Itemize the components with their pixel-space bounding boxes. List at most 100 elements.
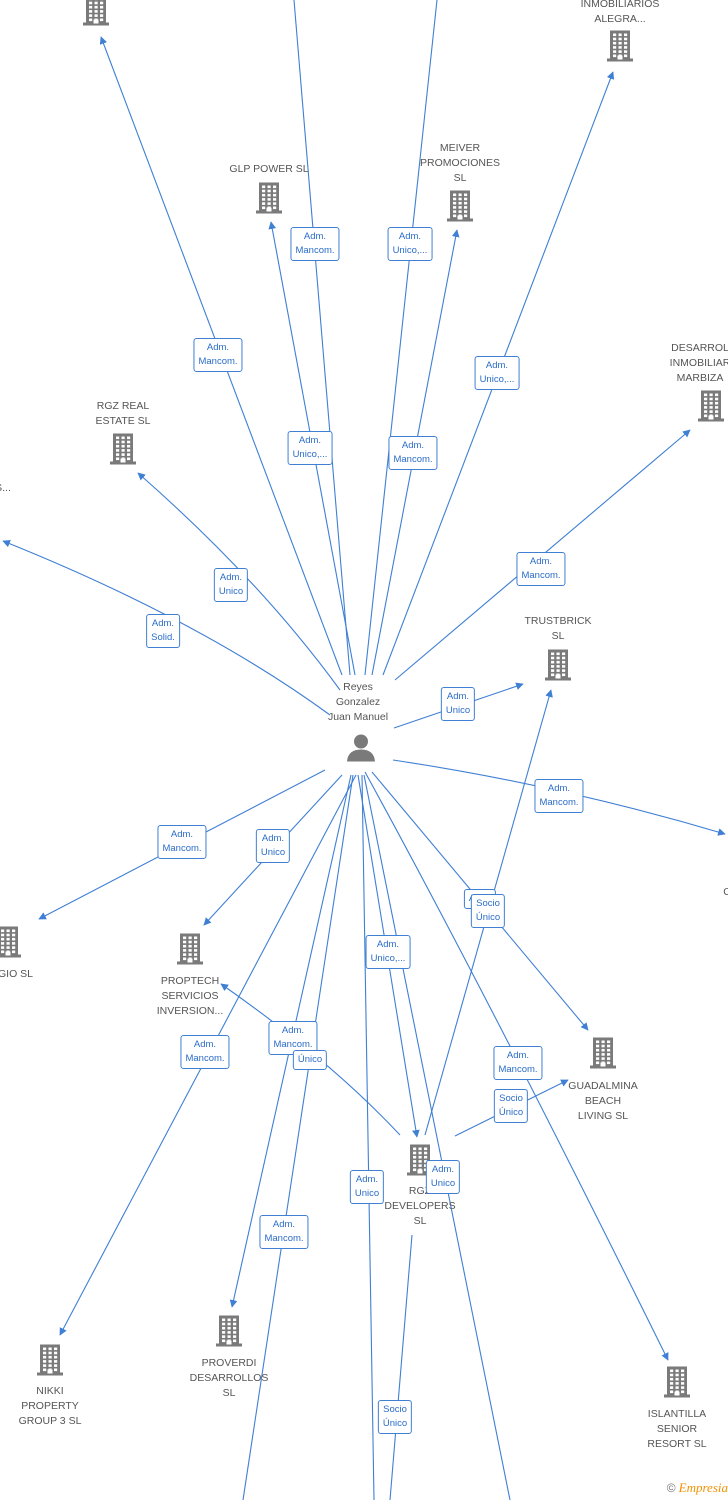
person-icon[interactable] [346, 733, 376, 768]
role-label[interactable]: Adm.Unico [213, 568, 249, 602]
role-label-line: Adm. [431, 1164, 455, 1175]
building-icon[interactable] [544, 648, 572, 687]
relationship-edge [364, 771, 669, 1361]
building-icon[interactable] [697, 389, 725, 428]
relationship-edge [363, 774, 511, 1500]
relationship-edge [293, 0, 351, 676]
company-name-line: DESARROLLOS [189, 1372, 269, 1384]
relationship-edge [242, 774, 354, 1500]
building-icon[interactable] [215, 1314, 243, 1353]
relationship-edge [137, 472, 341, 691]
company-name-line: MARBIZA [676, 372, 724, 384]
role-label-line: Único [498, 1107, 524, 1118]
role-label[interactable]: Adm.Mancom. [157, 825, 207, 859]
building-icon[interactable] [109, 432, 137, 471]
role-label-line: Adm. [219, 572, 243, 583]
company-name-line: LIVING SL [577, 1110, 629, 1122]
company-name-glp-power[interactable]: GLP POWER SL [229, 162, 308, 177]
company-name-line: TRUSTBRICK [524, 615, 592, 627]
role-label[interactable]: Adm.Mancom. [516, 552, 566, 586]
role-label-line: Unico [260, 847, 286, 858]
company-name-line: INMOBILIARIOS [580, 0, 660, 10]
building-icon[interactable] [406, 1143, 434, 1182]
company-name-line: BEACH [584, 1095, 622, 1107]
role-label-line: Mancom. [273, 1039, 313, 1050]
role-label-line: Adm. [401, 440, 425, 451]
role-label-line: Único [475, 912, 501, 923]
role-label[interactable]: Adm.Unico,... [287, 431, 333, 465]
company-name-right-cut[interactable]: C [723, 885, 728, 900]
role-label[interactable]: Adm.Mancom. [268, 1021, 318, 1055]
role-label[interactable]: Adm.Unico [425, 1160, 461, 1194]
company-name-trustbrick[interactable]: TRUSTBRICK SL [524, 614, 591, 644]
company-name-line: ESTATE SL [95, 415, 151, 427]
building-icon[interactable] [176, 932, 204, 971]
role-label-line: Unico,... [392, 245, 428, 256]
company-name-line: NIKKI [36, 1385, 64, 1397]
building-icon[interactable] [82, 0, 110, 32]
company-name-egio[interactable]: EGIO SL [0, 967, 33, 982]
company-name-line: SENIOR [656, 1423, 698, 1435]
company-name-line: DEVELOPERS [384, 1200, 456, 1212]
company-name-left-cut[interactable]: S... [0, 481, 11, 496]
building-icon[interactable] [255, 181, 283, 220]
company-name-line: GROUP 3 SL [18, 1415, 82, 1427]
company-name-line: SL [453, 172, 467, 184]
building-icon[interactable] [589, 1036, 617, 1075]
building-icon[interactable] [0, 925, 22, 964]
role-label[interactable]: Adm.Unico [440, 687, 476, 721]
role-label[interactable]: Adm.Unico,... [365, 935, 411, 969]
role-label-line: Adm. [485, 360, 509, 371]
role-label[interactable]: Adm. Mancom. [493, 1046, 543, 1080]
role-label[interactable]: Adm.Mancom. [290, 227, 340, 261]
role-label[interactable]: Adm.Unico,... [387, 227, 433, 261]
role-label[interactable]: Adm. Mancom. [388, 436, 438, 470]
building-icon[interactable] [663, 1365, 691, 1404]
company-name-line: MEIVER [439, 142, 481, 154]
role-label-line: Unico,... [292, 449, 328, 460]
company-name-line: RGZ [408, 1185, 432, 1197]
relationship-edge [389, 1234, 413, 1500]
role-label[interactable]: Adm.Unico [255, 829, 291, 863]
building-icon[interactable] [36, 1343, 64, 1382]
role-label[interactable]: Adm.Mancom. [193, 338, 243, 372]
role-label[interactable]: Adm.Unico [349, 1170, 385, 1204]
company-name-line: SL [222, 1387, 236, 1399]
role-label-line: Adm. [272, 1219, 296, 1230]
role-label[interactable]: Adm.Mancom. [259, 1215, 309, 1249]
role-label[interactable]: Único [292, 1050, 328, 1070]
role-label-line: Adm. [506, 1050, 530, 1061]
role-label-line: Unico,... [370, 953, 406, 964]
role-label-line: Adm. [193, 1039, 217, 1050]
role-label-line: Socio [476, 898, 500, 909]
role-label[interactable]: Adm.Solid. [146, 614, 180, 648]
building-icon[interactable] [446, 189, 474, 228]
building-icon[interactable] [606, 29, 634, 68]
role-label-line: Mancom. [393, 454, 433, 465]
role-label-line: Mancom. [198, 356, 238, 367]
role-label-line: Mancom. [498, 1064, 538, 1075]
role-label-line: Socio [499, 1093, 523, 1104]
role-label[interactable]: Adm.Unico,... [474, 356, 520, 390]
role-label-line: Mancom. [521, 570, 561, 581]
company-name-line: SL [551, 630, 565, 642]
role-label-line: Mancom. [162, 843, 202, 854]
role-label-line: Adm. [446, 691, 470, 702]
role-label[interactable]: Adm.Mancom. [534, 779, 584, 813]
role-label[interactable]: Adm.Mancom. [180, 1035, 230, 1069]
copyright-watermark: © Empresia [667, 1480, 728, 1496]
